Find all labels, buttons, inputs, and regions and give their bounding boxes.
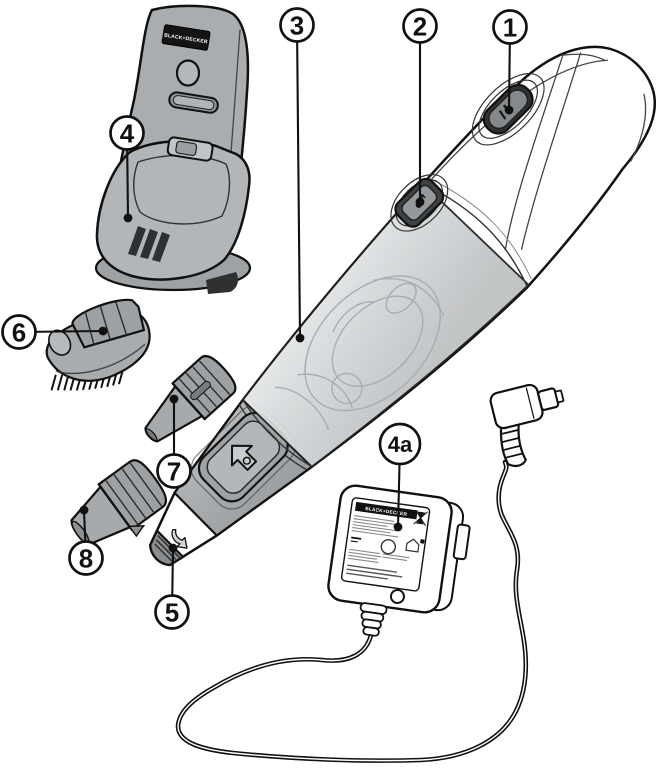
callout-number: 2 [413, 11, 427, 41]
base-foot-tab [206, 272, 238, 294]
power-cord [175, 459, 529, 763]
callout-circle [402, 8, 438, 44]
callout-number: 6 [12, 317, 26, 347]
target-dot [393, 522, 403, 532]
target-dot [168, 543, 178, 553]
base-cradle-foot [95, 139, 251, 281]
target-dot [98, 326, 108, 336]
house-icon [405, 538, 420, 553]
crevice-slot [190, 380, 211, 401]
callout-number: 4a [388, 432, 413, 457]
brush-tool-illustration [45, 298, 151, 391]
target-dot [169, 394, 179, 404]
base-charge-contact [166, 136, 214, 162]
target-dot [123, 213, 133, 223]
target-dot [415, 197, 425, 207]
callout-on-off-switch: 1 [492, 9, 528, 115]
label-black-square [420, 539, 425, 544]
charger-brand-wordmark: BLACK+DECKER [365, 506, 408, 518]
callout-brush-tool: 6 [1, 314, 108, 350]
callout-circle [279, 7, 315, 43]
cord-highlight [177, 461, 527, 762]
callout-circle [1, 314, 37, 350]
charger-hang-hole [389, 589, 405, 605]
callout-dust-bowl: 3 [279, 7, 315, 343]
callout-crevice-tool: 7 [156, 394, 192, 489]
bowl-front-rim [242, 399, 313, 468]
certification-mark-icon [380, 539, 396, 555]
base-contact-slots [128, 226, 170, 262]
callout-charging-base: 4 [109, 115, 145, 223]
callout-number: 4 [120, 118, 135, 148]
nozzle-release-arrow-icon [171, 528, 188, 549]
callout-charger: 4a [378, 422, 422, 532]
callout-circle [156, 453, 192, 489]
charger-illustration: BLACK+DECKER [327, 484, 471, 637]
charger-plug-blade-tab [452, 523, 471, 561]
plug-barrel-tip [554, 389, 565, 404]
leader-line [295, 24, 302, 339]
callout-bowl-release-latch: 2 [402, 8, 438, 207]
crevice-tip-opening [145, 428, 158, 442]
lock-ring-icon [242, 456, 251, 465]
callout-number: 8 [79, 543, 93, 573]
target-dot [504, 105, 514, 115]
plug-neck-ribs [500, 428, 524, 459]
plug-body [489, 383, 544, 430]
bowl-rear-rim-highlight [428, 177, 532, 280]
callout-layer: 1 2 3 4 4a 5 6 7 8 [1, 7, 528, 630]
callout-wide-nozzle-tool: 8 [68, 505, 104, 576]
nozzle-tip [149, 528, 188, 567]
plug-strain-neck [499, 422, 527, 468]
bowl-inner-filter-lines [274, 275, 445, 431]
callout-circle [154, 594, 190, 630]
callout-circle [109, 115, 145, 151]
callout-number: 7 [167, 456, 181, 486]
charging-base-illustration: BLACK+DECKER [94, 4, 252, 294]
charger-strain-relief [359, 602, 388, 637]
callout-number: 3 [290, 10, 304, 40]
target-dot [79, 505, 89, 515]
base-brand-badge: BLACK+DECKER [161, 24, 211, 51]
crossed-hourglass-icon [413, 509, 428, 526]
target-dot [295, 333, 305, 343]
charger-label: BLACK+DECKER [340, 497, 431, 592]
callout-circle [492, 9, 528, 45]
callout-number: 5 [165, 597, 179, 627]
callout-circle [378, 422, 422, 466]
callout-number: 1 [503, 12, 517, 42]
brush-clip-collar [71, 298, 145, 349]
wide-nozzle-lip [127, 525, 146, 538]
wide-nozzle-illustration [70, 459, 168, 546]
callout-circle [68, 540, 104, 576]
callout-nozzle: 5 [154, 543, 190, 630]
base-mount-slot [168, 91, 219, 114]
label-fine-print [346, 515, 410, 580]
charger-plug-illustration [489, 383, 565, 468]
base-screw-hole [175, 59, 201, 87]
